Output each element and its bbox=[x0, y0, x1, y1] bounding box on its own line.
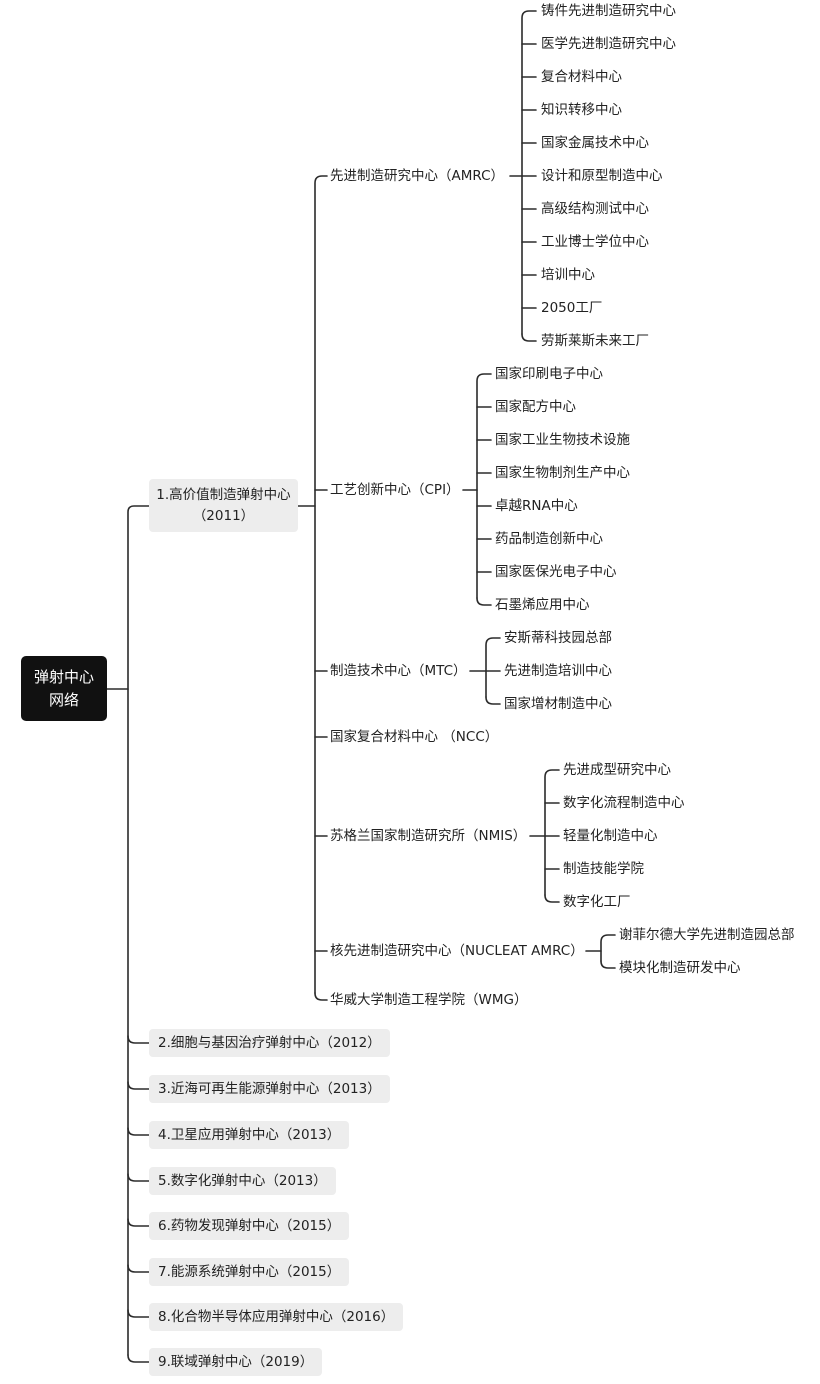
branch-cpi: 工艺创新中心（CPI） bbox=[330, 482, 460, 498]
amrc-child-6: 设计和原型制造中心 bbox=[541, 168, 663, 184]
amrc-child-10: 2050工厂 bbox=[541, 300, 603, 316]
branch-amrc: 先进制造研究中心（AMRC） bbox=[330, 168, 505, 184]
level1-item-5: 5.数字化弹射中心（2013） bbox=[149, 1167, 336, 1195]
mtc-child-1: 安斯蒂科技园总部 bbox=[504, 630, 612, 646]
amrc-child-3: 复合材料中心 bbox=[541, 69, 622, 85]
nmis-child-2: 数字化流程制造中心 bbox=[563, 795, 685, 811]
root-line-2: 网络 bbox=[48, 690, 79, 709]
level1-item-7: 7.能源系统弹射中心（2015） bbox=[149, 1258, 350, 1286]
amrc-child-1: 铸件先进制造研究中心 bbox=[541, 3, 676, 19]
level1-item-4: 4.卫星应用弹射中心（2013） bbox=[149, 1121, 350, 1149]
level1-high-value-manufacturing: 1.高价值制造弹射中心 （2011） bbox=[149, 479, 298, 532]
level1-main-line-2: （2011） bbox=[192, 507, 255, 524]
branch-nmis: 苏格兰国家制造研究所（NMIS） bbox=[330, 828, 527, 844]
amrc-child-4: 知识转移中心 bbox=[541, 102, 622, 118]
nmis-child-4: 制造技能学院 bbox=[563, 861, 644, 877]
amrc-child-9: 培训中心 bbox=[541, 267, 595, 283]
nucleat-child-1: 谢菲尔德大学先进制造园总部 bbox=[619, 927, 795, 943]
nucleat-child-2: 模块化制造研发中心 bbox=[619, 960, 741, 976]
amrc-child-5: 国家金属技术中心 bbox=[541, 135, 649, 151]
cpi-child-7: 国家医保光电子中心 bbox=[495, 564, 617, 580]
root-line-1: 弹射中心 bbox=[33, 667, 94, 686]
level1-item-6: 6.药物发现弹射中心（2015） bbox=[149, 1212, 350, 1240]
amrc-child-2: 医学先进制造研究中心 bbox=[541, 36, 676, 52]
branch-nucleat-amrc: 核先进制造研究中心（NUCLEAT AMRC） bbox=[330, 943, 584, 959]
nmis-child-5: 数字化工厂 bbox=[563, 894, 631, 910]
level1-item-2: 2.细胞与基因治疗弹射中心（2012） bbox=[149, 1029, 390, 1057]
cpi-child-1: 国家印刷电子中心 bbox=[495, 366, 603, 382]
cpi-child-8: 石墨烯应用中心 bbox=[495, 597, 590, 613]
branch-wmg: 华威大学制造工程学院（WMG） bbox=[330, 992, 528, 1008]
mtc-child-2: 先进制造培训中心 bbox=[504, 663, 612, 679]
branch-mtc: 制造技术中心（MTC） bbox=[330, 663, 467, 679]
cpi-child-3: 国家工业生物技术设施 bbox=[495, 432, 630, 448]
branch-ncc: 国家复合材料中心 （NCC） bbox=[330, 729, 499, 745]
amrc-child-7: 高级结构测试中心 bbox=[541, 201, 649, 217]
nmis-child-3: 轻量化制造中心 bbox=[563, 828, 658, 844]
cpi-child-4: 国家生物制剂生产中心 bbox=[495, 465, 630, 481]
level1-item-3: 3.近海可再生能源弹射中心（2013） bbox=[149, 1075, 390, 1103]
cpi-child-5: 卓越RNA中心 bbox=[495, 498, 578, 514]
cpi-child-2: 国家配方中心 bbox=[495, 399, 576, 415]
level1-item-9: 9.联域弹射中心（2019） bbox=[149, 1348, 323, 1376]
level1-item-8: 8.化合物半导体应用弹射中心（2016） bbox=[149, 1303, 404, 1331]
nmis-child-1: 先进成型研究中心 bbox=[563, 762, 671, 778]
root-node: 弹射中心 网络 bbox=[21, 656, 107, 721]
level1-main-line-1: 1.高价值制造弹射中心 bbox=[156, 486, 291, 503]
amrc-child-8: 工业博士学位中心 bbox=[541, 234, 649, 250]
mtc-child-3: 国家增材制造中心 bbox=[504, 696, 612, 712]
cpi-child-6: 药品制造创新中心 bbox=[495, 531, 603, 547]
amrc-child-11: 劳斯莱斯未来工厂 bbox=[541, 333, 649, 349]
